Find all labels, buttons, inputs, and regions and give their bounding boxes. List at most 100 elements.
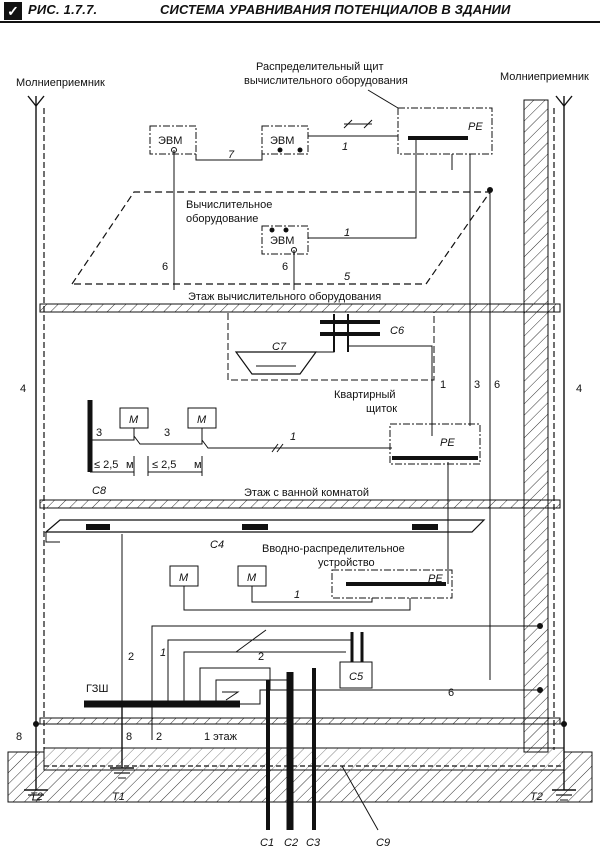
conductor-2-gzsh-label: 2	[258, 651, 264, 663]
dist-panel-label-1: Распределительный щит	[256, 61, 384, 73]
conductor-8-bottom-label: 8	[126, 731, 132, 743]
conductor-to-c5	[167, 639, 352, 704]
motor-first-2-label: М	[247, 572, 257, 584]
conductor-2-gzsh	[183, 651, 346, 704]
dist-panel-leader	[367, 89, 399, 109]
checkmark-icon: ✓	[4, 2, 22, 20]
distance-2-value: ≤ 2,5	[152, 459, 176, 471]
figure-number: РИС. 1.7.7.	[28, 2, 98, 17]
conductor-6-right-label: 6	[494, 379, 500, 391]
pipe-c4	[44, 519, 486, 533]
motor-bath-1: М	[119, 407, 149, 429]
motor-first-2: М	[237, 565, 267, 587]
apartment-label-1: Квартирный	[334, 389, 396, 401]
figure-header: ✓ РИС. 1.7.7. СИСТЕМА УРАВНИВАНИЯ ПОТЕНЦ…	[0, 0, 600, 23]
conductor-7	[195, 154, 263, 161]
c5-label: C5	[349, 671, 364, 683]
conductor-6-gzsh	[240, 689, 540, 705]
earth-electrode-t2-right	[552, 724, 576, 801]
bathtub	[234, 351, 318, 375]
conductor-gzsh-c1	[199, 667, 271, 704]
dist-panel-computing	[397, 107, 493, 155]
motor-first-1-label: М	[179, 572, 189, 584]
input-unit-pe-label: PE	[428, 573, 443, 585]
lightning-rod-right	[555, 95, 573, 724]
computer-3-label: ЭВМ	[270, 235, 294, 247]
conductor-1-first-motor1	[183, 586, 411, 611]
conductor-4-left-label: 4	[20, 383, 26, 395]
lightning-label-right: Молниеприемник	[500, 71, 589, 83]
conductor-6-gzsh-label: 6	[448, 687, 454, 699]
junction-gzsh-1	[119, 701, 125, 707]
lightning-rod-left	[27, 95, 45, 724]
first-floor-label: 1 этаж	[204, 731, 238, 743]
conductor-7-label: 7	[228, 149, 235, 161]
earth-electrode-t1	[110, 704, 134, 779]
c8-label: C8	[92, 485, 107, 497]
conductor-3-motor1	[90, 428, 135, 441]
c6-label: C6	[390, 325, 405, 337]
gzsh-label: ГЗШ	[86, 683, 108, 695]
c4-label: C4	[210, 539, 224, 551]
motor-bath-2-label: М	[197, 414, 207, 426]
input-unit-panel	[331, 569, 453, 599]
cable-cross-2	[363, 119, 373, 129]
input-unit-label-1: Вводно-распределительное	[262, 543, 405, 555]
junction-bottom-right	[561, 721, 567, 727]
cable-cross-bath-2	[276, 443, 284, 453]
cable-cross-gzsh	[235, 629, 267, 653]
cable-cross-1	[343, 119, 353, 129]
conductor-4-right-label: 4	[576, 383, 582, 395]
pipe-c4-end	[45, 532, 60, 543]
motor-first-1: М	[169, 565, 199, 587]
c7-label: C7	[272, 341, 287, 353]
distance-1-unit: м	[126, 459, 134, 471]
right-wall	[523, 99, 549, 753]
conductor-6-c3-label: 6	[282, 261, 288, 273]
conductor-1-right-label: 1	[440, 379, 446, 391]
conductor-1-bath-floor	[201, 439, 392, 449]
earth-electrode-t2-left	[24, 724, 48, 801]
conductor-gzsh-c2	[215, 679, 290, 704]
floor-computing-label: Этаж вычислительного оборудования	[188, 291, 381, 303]
conductor-1-computer3	[308, 138, 417, 239]
apartment-label-2: щиток	[366, 403, 397, 415]
conductor-1-c3-label: 1	[344, 227, 350, 239]
foundation	[7, 747, 593, 803]
conductor-1-top-label: 1	[342, 141, 348, 153]
conductor-8-label: 8	[16, 731, 22, 743]
apartment-panel	[389, 423, 481, 465]
floor-slab-computing	[39, 303, 561, 313]
dist-panel-pe-label: PE	[468, 121, 483, 133]
c1-label: C1	[260, 837, 274, 849]
conductor-3-m2-label: 3	[164, 427, 170, 439]
conductor-1-first-motor2	[251, 586, 373, 603]
c5-box	[339, 661, 373, 689]
computer-1-label: ЭВМ	[158, 135, 182, 147]
floor-bath-label: Этаж с ванной комнатой	[244, 487, 369, 499]
distance-1-value: ≤ 2,5	[94, 459, 118, 471]
conductor-from-gzsh-top	[151, 625, 540, 704]
figure-title: СИСТЕМА УРАВНИВАНИЯ ПОТЕНЦИАЛОВ В ЗДАНИИ	[160, 2, 511, 17]
conductor-5-label: 5	[344, 271, 351, 283]
computer-2-label: ЭВМ	[270, 135, 294, 147]
junction-wall-2	[537, 687, 543, 693]
lightning-label-left: Молниеприемник	[16, 77, 105, 89]
arrow-gzsh	[222, 691, 240, 701]
conductor-2-bottom-label: 2	[156, 731, 162, 743]
c9-label: C9	[376, 837, 390, 849]
computer-2: ЭВМ	[261, 125, 309, 155]
motor-bath-1-label: М	[129, 414, 139, 426]
motor-bath-2: М	[187, 407, 217, 429]
c9-leader	[341, 765, 379, 831]
conductor-1-bath	[348, 345, 433, 436]
bathtub-bond	[316, 344, 335, 353]
computing-label-1: Вычислительное	[186, 199, 272, 211]
conductor-1-bath-label: 1	[290, 431, 296, 443]
dist-panel-label-2: вычислительного оборудования	[244, 75, 408, 87]
conductor-2-c4-label: 2	[128, 651, 134, 663]
cable-cross-bath-1	[271, 443, 279, 453]
conductor-1-first-label: 1	[294, 589, 300, 601]
distance-2-unit: м	[194, 459, 202, 471]
computer-3: ЭВМ	[261, 225, 309, 255]
